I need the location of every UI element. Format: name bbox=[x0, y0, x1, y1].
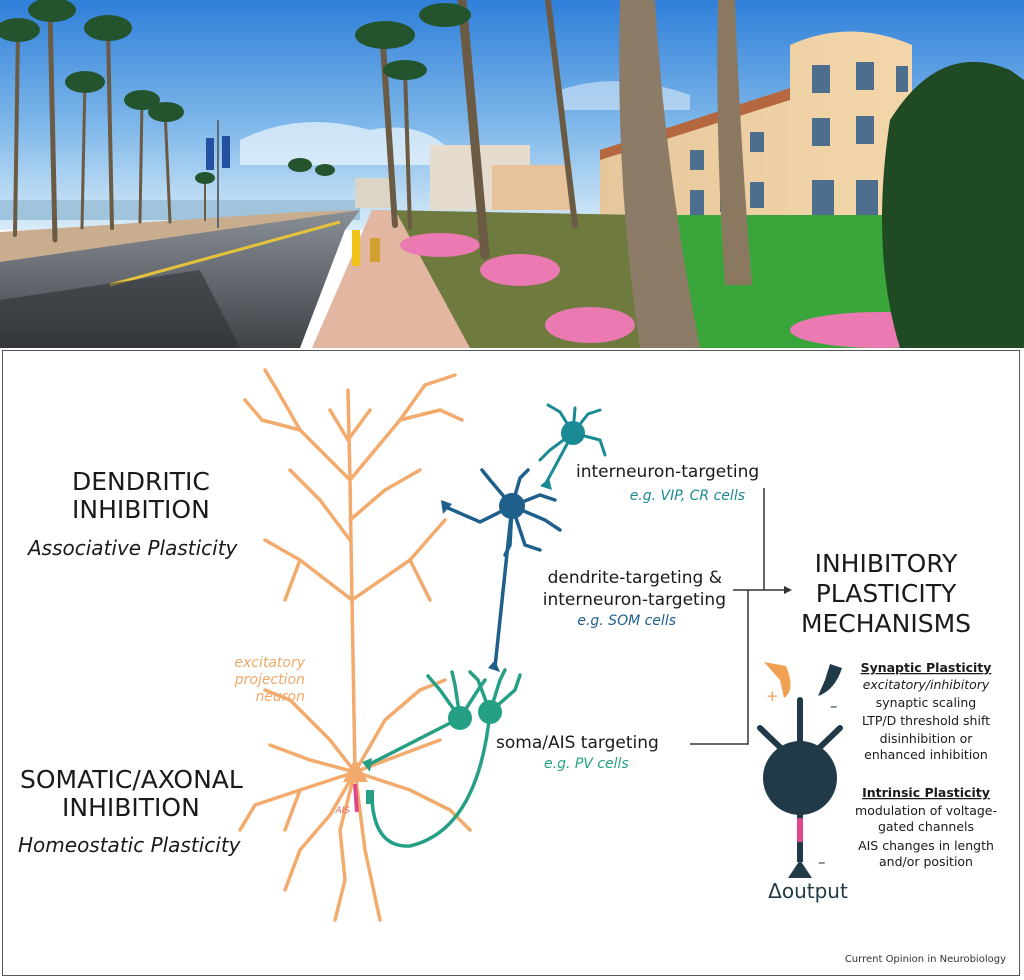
somatic-title-2: INHIBITION bbox=[62, 793, 200, 822]
ais-label: AIS bbox=[334, 806, 350, 816]
vip-cr-axon-terminal bbox=[540, 478, 552, 490]
dendritic-title-1: DENDRITIC bbox=[72, 467, 210, 496]
synaptic-sub: excitatory/inhibitory bbox=[863, 677, 990, 692]
intrinsic-item: AIS changes in length bbox=[858, 838, 994, 853]
plus-sign: + bbox=[766, 687, 779, 705]
sidewalk bbox=[312, 210, 470, 348]
dendrite-targeting-label-2: interneuron-targeting bbox=[543, 590, 726, 610]
left-verge bbox=[0, 210, 360, 262]
pv-soma-1 bbox=[448, 706, 472, 730]
intrinsic-heading: Intrinsic Plasticity bbox=[862, 785, 990, 800]
dendrite-targeting-label-1: dendrite-targeting & bbox=[548, 568, 722, 588]
excitatory-ais bbox=[353, 783, 359, 813]
connector-lines bbox=[690, 488, 784, 745]
excitatory-label-3: neuron bbox=[255, 689, 305, 705]
pv-terminal-ais bbox=[366, 790, 374, 804]
pv-soma-2 bbox=[478, 700, 502, 724]
arrow-head bbox=[784, 586, 792, 594]
distant-building bbox=[355, 178, 395, 208]
distant-building bbox=[492, 165, 572, 210]
dendritic-title-2: INHIBITION bbox=[72, 495, 210, 524]
intrinsic-item: and/or position bbox=[879, 854, 973, 869]
hydrant bbox=[370, 238, 380, 262]
cloud bbox=[240, 122, 450, 165]
excitatory-synapse-icon bbox=[764, 662, 791, 698]
interneuron-targeting-label: interneuron-targeting bbox=[576, 462, 759, 482]
inhibitory-synapse-icon bbox=[818, 664, 842, 696]
vip-cr-soma bbox=[561, 421, 585, 445]
diagram-frame bbox=[2, 350, 1020, 976]
road-line bbox=[109, 220, 341, 287]
journal-credit: Current Opinion in Neurobiology bbox=[845, 954, 1006, 965]
excitatory-label-1: excitatory bbox=[234, 655, 305, 671]
som-terminal-left bbox=[441, 500, 452, 514]
intrinsic-item: gated channels bbox=[878, 819, 974, 834]
large-palm-trunk bbox=[619, 0, 700, 348]
campus-photo bbox=[0, 0, 1024, 348]
delta-output-label: Δoutput bbox=[768, 879, 848, 903]
palm-trunks bbox=[13, 0, 578, 260]
synaptic-heading: Synaptic Plasticity bbox=[861, 660, 992, 675]
soma-targeting-example: e.g. PV cells bbox=[544, 756, 629, 772]
excitatory-neuron bbox=[238, 368, 472, 922]
synaptic-item: synaptic scaling bbox=[876, 695, 977, 710]
somatic-subtitle: Homeostatic Plasticity bbox=[18, 833, 242, 857]
street-banner bbox=[222, 136, 230, 168]
somatic-title-1: SOMATIC/AXONAL bbox=[20, 765, 243, 794]
mechanisms-title-3: MECHANISMS bbox=[801, 609, 971, 638]
excitatory-label-2: projection bbox=[234, 672, 305, 688]
street-banner bbox=[206, 138, 214, 170]
minus-sign-bottom: – bbox=[818, 853, 826, 871]
output-terminal bbox=[788, 860, 812, 878]
bollard bbox=[352, 230, 360, 266]
road-shadow bbox=[0, 270, 240, 348]
interneuron-targeting-example: e.g. VIP, CR cells bbox=[630, 488, 745, 504]
palm-trunk bbox=[717, 0, 752, 285]
synaptic-item: enhanced inhibition bbox=[864, 747, 988, 762]
som-soma bbox=[499, 493, 525, 519]
bush bbox=[882, 61, 1024, 348]
palm-crowns bbox=[0, 0, 471, 184]
dendrite-targeting-example: e.g. SOM cells bbox=[577, 613, 676, 629]
som-terminal-bottom bbox=[488, 660, 500, 672]
minus-sign-top: – bbox=[830, 697, 838, 715]
excitatory-soma bbox=[343, 758, 368, 782]
synaptic-item: LTP/D threshold shift bbox=[862, 713, 990, 728]
pv-terminal-soma bbox=[362, 758, 372, 772]
synaptic-item: disinhibition or bbox=[880, 731, 974, 746]
intrinsic-item: modulation of voltage- bbox=[855, 803, 997, 818]
mechanisms-title-1: INHIBITORY bbox=[815, 549, 958, 578]
soma-targeting-label: soma/AIS targeting bbox=[496, 733, 659, 753]
output-neuron-soma bbox=[763, 741, 837, 815]
mechanisms-title-2: PLASTICITY bbox=[816, 579, 957, 608]
dendritic-subtitle: Associative Plasticity bbox=[26, 536, 239, 560]
